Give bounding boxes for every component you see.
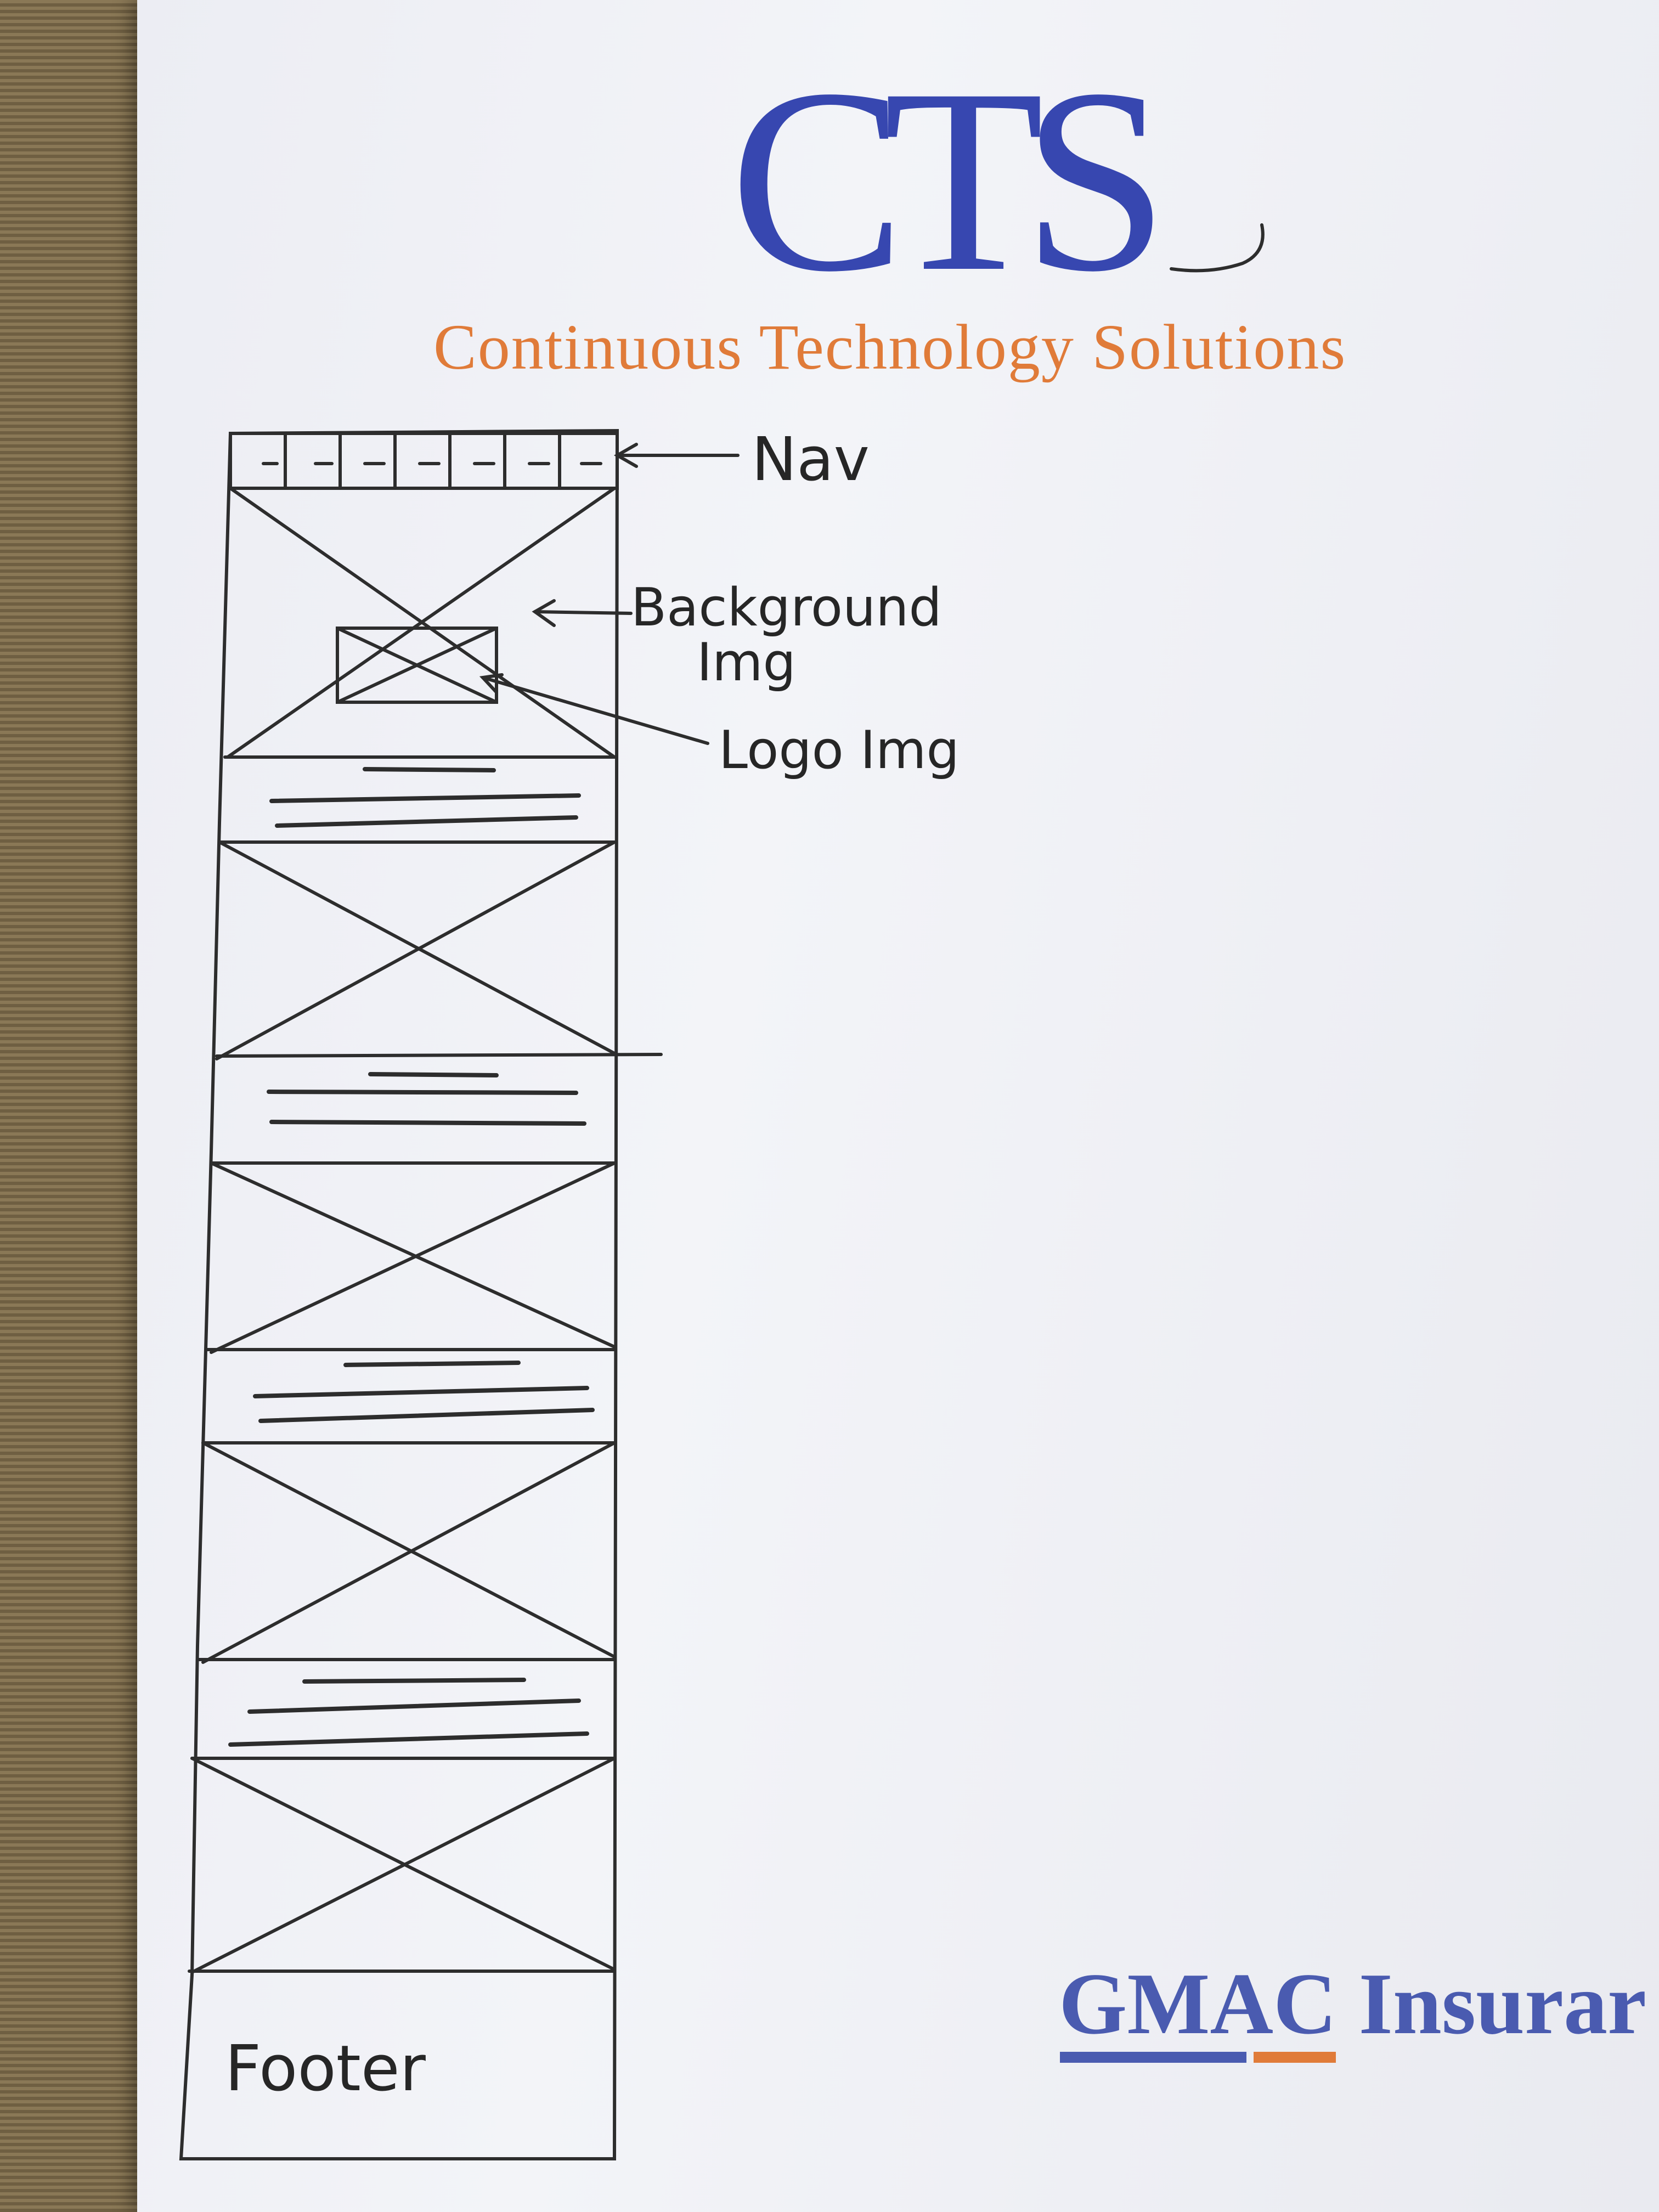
nav-arrow — [613, 443, 740, 468]
background-img-annotation-line1: Background — [631, 578, 942, 638]
gmac-brand: GMAC Insurar — [1059, 1953, 1659, 2063]
text-block-2 — [267, 1072, 586, 1126]
cts-logo-text: CTS — [730, 49, 1154, 291]
text-block-4 — [228, 1678, 589, 1747]
hero-background-image — [223, 487, 616, 759]
gmac-underline-orange — [1254, 2052, 1336, 2063]
paper-sheet — [137, 0, 1659, 2212]
logo-img-arrow — [479, 673, 709, 745]
background-img-arrow — [532, 599, 633, 627]
logo-image-box — [336, 627, 498, 704]
text-block-1 — [269, 767, 581, 828]
gmac-brand-text: GMAC Insurar — [1059, 1955, 1647, 2052]
background-img-annotation-line2: Img — [697, 633, 796, 693]
footer-annotation: Footer — [225, 2032, 426, 2106]
image-block-2 — [204, 1161, 616, 1354]
image-block-4 — [188, 1757, 616, 1974]
pen-squiggle — [1170, 223, 1265, 273]
logo-img-annotation: Logo Img — [719, 720, 960, 781]
gmac-underline-blue — [1060, 2052, 1246, 2063]
nav-items — [262, 432, 602, 490]
text-block-3 — [253, 1361, 595, 1423]
image-block-3 — [196, 1441, 616, 1664]
image-block-1 — [215, 840, 663, 1060]
cts-logo: CTS — [730, 49, 1176, 291]
company-name: Continuous Technology Solutions — [433, 311, 1347, 383]
wireframe-outline — [179, 428, 619, 2160]
fabric-background — [0, 0, 159, 2212]
nav-annotation: Nav — [752, 424, 870, 494]
nav-bar — [229, 432, 619, 490]
